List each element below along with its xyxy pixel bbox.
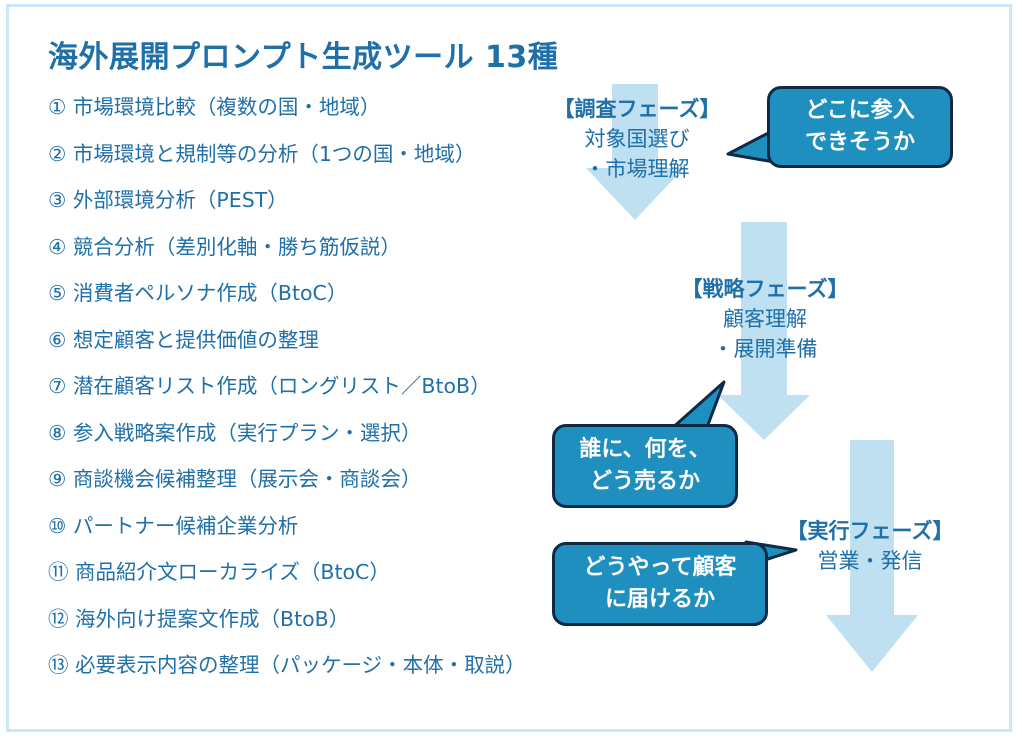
- bubble-line: どう売るか: [589, 469, 700, 494]
- bubble-line: できそうか: [804, 130, 915, 155]
- strategy-phase-label: 【戦略フェーズ】 顧客理解 ・展開準備: [660, 274, 870, 364]
- down-arrow-icon: [718, 222, 810, 440]
- phase-line: 顧客理解: [723, 307, 807, 331]
- execution-phase-label: 【実行フェーズ】 営業・発信: [770, 516, 970, 576]
- list-item: ⑫ 海外向け提案文作成（BtoB）: [48, 606, 350, 631]
- list-item: ⑧ 参入戦略案作成（実行プラン・選択）: [48, 420, 422, 445]
- list-item: ③ 外部環境分析（PEST）: [48, 188, 288, 212]
- list-item: ⑬ 必要表示内容の整理（パッケージ・本体・取説）: [48, 653, 526, 677]
- list-item: ⑦ 潜在顧客リスト作成（ロングリスト／BtoB）: [48, 374, 491, 398]
- bubble-line: どうやって顧客: [583, 555, 737, 580]
- research-speech-bubble: どこに参入 できそうか: [767, 86, 953, 168]
- bubble-line: に届けるか: [604, 587, 715, 612]
- list-item: ① 市場環境比較（複数の国・地域）: [48, 95, 381, 119]
- phase-line: 営業・発信: [817, 549, 923, 573]
- down-arrow-icon: [586, 84, 684, 220]
- bubble-line: 誰に、何を、: [579, 437, 711, 462]
- page-frame: [6, 4, 1012, 732]
- list-item: ⑨ 商談機会候補整理（展示会・商談会）: [48, 467, 422, 491]
- phase-heading: 【調査フェーズ】: [553, 97, 721, 121]
- list-item: ④ 競合分析（差別化軸・勝ち筋仮説）: [48, 234, 401, 259]
- down-arrow-icon: [826, 440, 918, 672]
- list-item: ⑤ 消費者ペルソナ作成（BtoC）: [48, 281, 348, 305]
- execution-speech-bubble: どうやって顧客 に届けるか: [552, 542, 768, 626]
- phase-line: ・展開準備: [712, 337, 818, 361]
- bubble-line: どこに参入: [805, 98, 915, 123]
- list-item: ⑪ 商品紹介文ローカライズ（BtoC）: [48, 560, 390, 584]
- research-phase-label: 【調査フェーズ】 対象国選び ・市場理解: [540, 94, 734, 184]
- phase-heading: 【戦略フェーズ】: [681, 277, 849, 301]
- list-item: ⑩ パートナー候補企業分析: [48, 513, 299, 538]
- phase-line: ・市場理解: [584, 157, 690, 181]
- list-item: ⑥ 想定顧客と提供価値の整理: [48, 327, 319, 352]
- list-item: ② 市場環境と規制等の分析（1つの国・地域）: [48, 141, 476, 166]
- strategy-speech-bubble: 誰に、何を、 どう売るか: [552, 424, 738, 508]
- phase-heading: 【実行フェーズ】: [786, 519, 954, 543]
- page-title: 海外展開プロンプト生成ツール 13種: [48, 40, 559, 75]
- phase-line: 対象国選び: [584, 127, 690, 151]
- tool-list: ① 市場環境比較（複数の国・地域） ② 市場環境と規制等の分析（1つの国・地域）…: [48, 92, 526, 697]
